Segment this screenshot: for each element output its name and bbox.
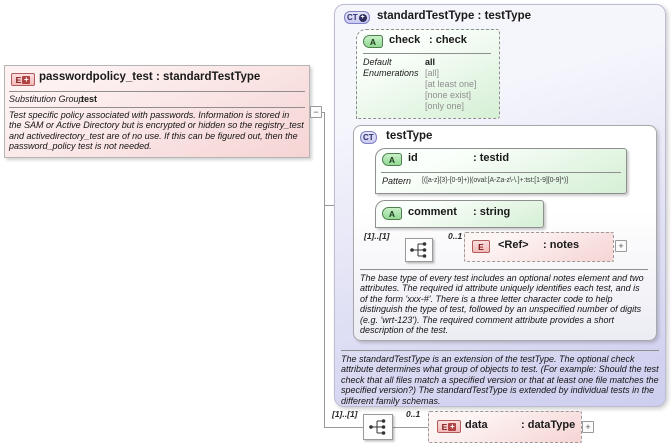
element-box-passwordpolicy-test[interactable]: E + passwordpolicy_test : standardTestTy… [4,65,310,158]
complextype-annotation: The standardTestType is an extension of … [341,354,659,406]
connector-line [324,112,325,427]
basetype-title: testType [386,130,433,142]
basetype-annotation: The base type of every test includes an … [360,273,644,336]
element-name: data [465,419,488,431]
separator [9,107,305,108]
default-value: all [425,57,436,67]
sequence-glyph [369,419,386,435]
element-icon-letter: E [15,74,22,85]
attribute-type: : testid [473,152,510,164]
separator [9,91,305,92]
attribute-box-check[interactable]: A check : check Default all Enumerations… [356,29,500,119]
attribute-icon: A [382,153,402,166]
element-icon: E + [437,420,461,433]
complextype-title: standardTestType : testType [377,10,532,22]
attribute-name: check [389,34,421,46]
data-cardinality: 0..1 [406,409,421,419]
pattern-value: [([a-z]{3}-[0-9]+)|(oval:[A-Za-z\-\.]+:t… [422,177,568,184]
element-icon: E + [11,73,35,86]
attribute-type: : check [429,34,467,46]
expand-toggle[interactable]: + [615,240,627,252]
element-icon-plus: + [448,421,457,431]
expand-toggle[interactable]: + [582,421,594,433]
enumeration-value: [all] [425,68,440,78]
connector-line [324,427,363,428]
element-name: <Ref> [498,239,529,251]
element-type: : dataType [521,419,576,431]
collapse-toggle[interactable]: − [310,106,322,118]
sequence-compositor-icon[interactable] [405,238,433,262]
separator [381,172,621,173]
complextype-icon-letter: CT [347,13,358,22]
complextype-icon-plus: + [358,13,367,22]
complextype-box-testtype[interactable]: CT testType A id : testid Pattern [([a-z… [353,125,657,341]
complextype-icon: CT + [344,11,370,24]
element-box-data[interactable]: E + data : dataType [428,411,582,443]
separator [341,350,659,351]
enumeration-value: [only one] [425,101,465,111]
attribute-name: id [408,152,418,164]
enumeration-value: [at least one] [425,79,477,89]
attribute-name: comment [408,206,457,218]
element-annotation: Test specific policy associated with pas… [9,110,304,152]
element-type: : notes [543,239,580,251]
separator [363,53,491,54]
substitution-group-value: test [81,94,98,104]
default-label: Default [363,57,392,67]
separator [360,269,648,270]
attribute-type: : string [473,206,511,218]
element-icon-plus: + [22,74,31,84]
sequence-glyph [410,242,427,258]
attribute-icon: A [363,35,383,48]
sequence-compositor-icon[interactable] [363,414,393,440]
notes-cardinality: 0..1 [448,231,463,241]
element-icon: E [472,240,490,253]
pattern-label: Pattern [382,176,412,186]
sequence-cardinality: [1]..[1] [332,409,358,419]
enumeration-value: [none exist] [425,90,472,100]
attribute-icon: A [382,207,402,220]
element-title: passwordpolicy_test : standardTestType [39,71,261,83]
element-icon-letter: E [478,241,484,252]
complextype-box-standardtesttype[interactable]: CT + standardTestType : testType A check… [334,4,666,407]
attribute-box-id[interactable]: A id : testid Pattern [([a-z]{3}-[0-9]+)… [375,148,627,194]
element-icon-letter: E [441,421,448,432]
complextype-icon: CT [360,131,377,144]
connector-line [393,427,428,428]
complextype-icon-letter: CT [363,133,374,142]
enumerations-label: Enumerations [363,68,419,78]
sequence-cardinality: [1]..[1] [364,231,390,241]
attribute-box-comment[interactable]: A comment : string [375,200,544,228]
substitution-group-label: Substitution Group [9,94,84,104]
connector-line [324,205,334,206]
element-box-notes[interactable]: E <Ref> : notes [464,232,614,262]
